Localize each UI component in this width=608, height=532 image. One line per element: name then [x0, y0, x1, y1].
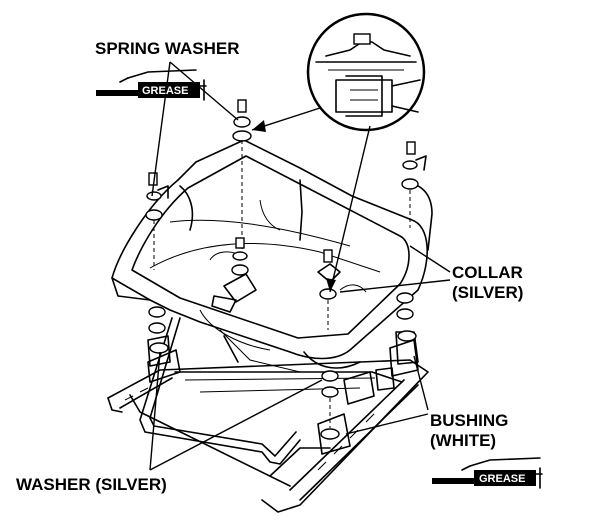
bushing-white-label: (WHITE) [430, 431, 496, 450]
bolt-stack-top [232, 99, 252, 260]
seat-rails [107, 339, 429, 513]
seat-frame [111, 139, 433, 373]
bolt-stacks [145, 99, 427, 440]
washer-silver-label: WASHER (SILVER) [16, 475, 167, 494]
bushing-label: BUSHING [430, 411, 508, 430]
spring-washer-label: SPRING WASHER [95, 39, 240, 58]
grease-gun-icon: GREASE [96, 69, 207, 101]
grease-tag-bottom: GREASE [479, 473, 525, 485]
bolt-stack-left [145, 172, 169, 270]
grease-gun-icon: GREASE [432, 457, 543, 489]
bolt-stack-right [401, 141, 427, 228]
bolt-stack-bottom [320, 370, 340, 440]
bolt-stack-right-lower [395, 292, 419, 365]
bolt-stack-left-lower [147, 306, 171, 367]
collar-label: COLLAR [452, 263, 523, 282]
bolt-stack-middle [211, 237, 257, 313]
magnifier-detail-icon [306, 12, 426, 132]
wire-loop [139, 317, 301, 465]
collar-silver-label: (SILVER) [452, 283, 523, 302]
grease-tag-top: GREASE [142, 85, 188, 97]
leader-lines [149, 61, 451, 471]
bolt-stack-collar [317, 249, 341, 330]
